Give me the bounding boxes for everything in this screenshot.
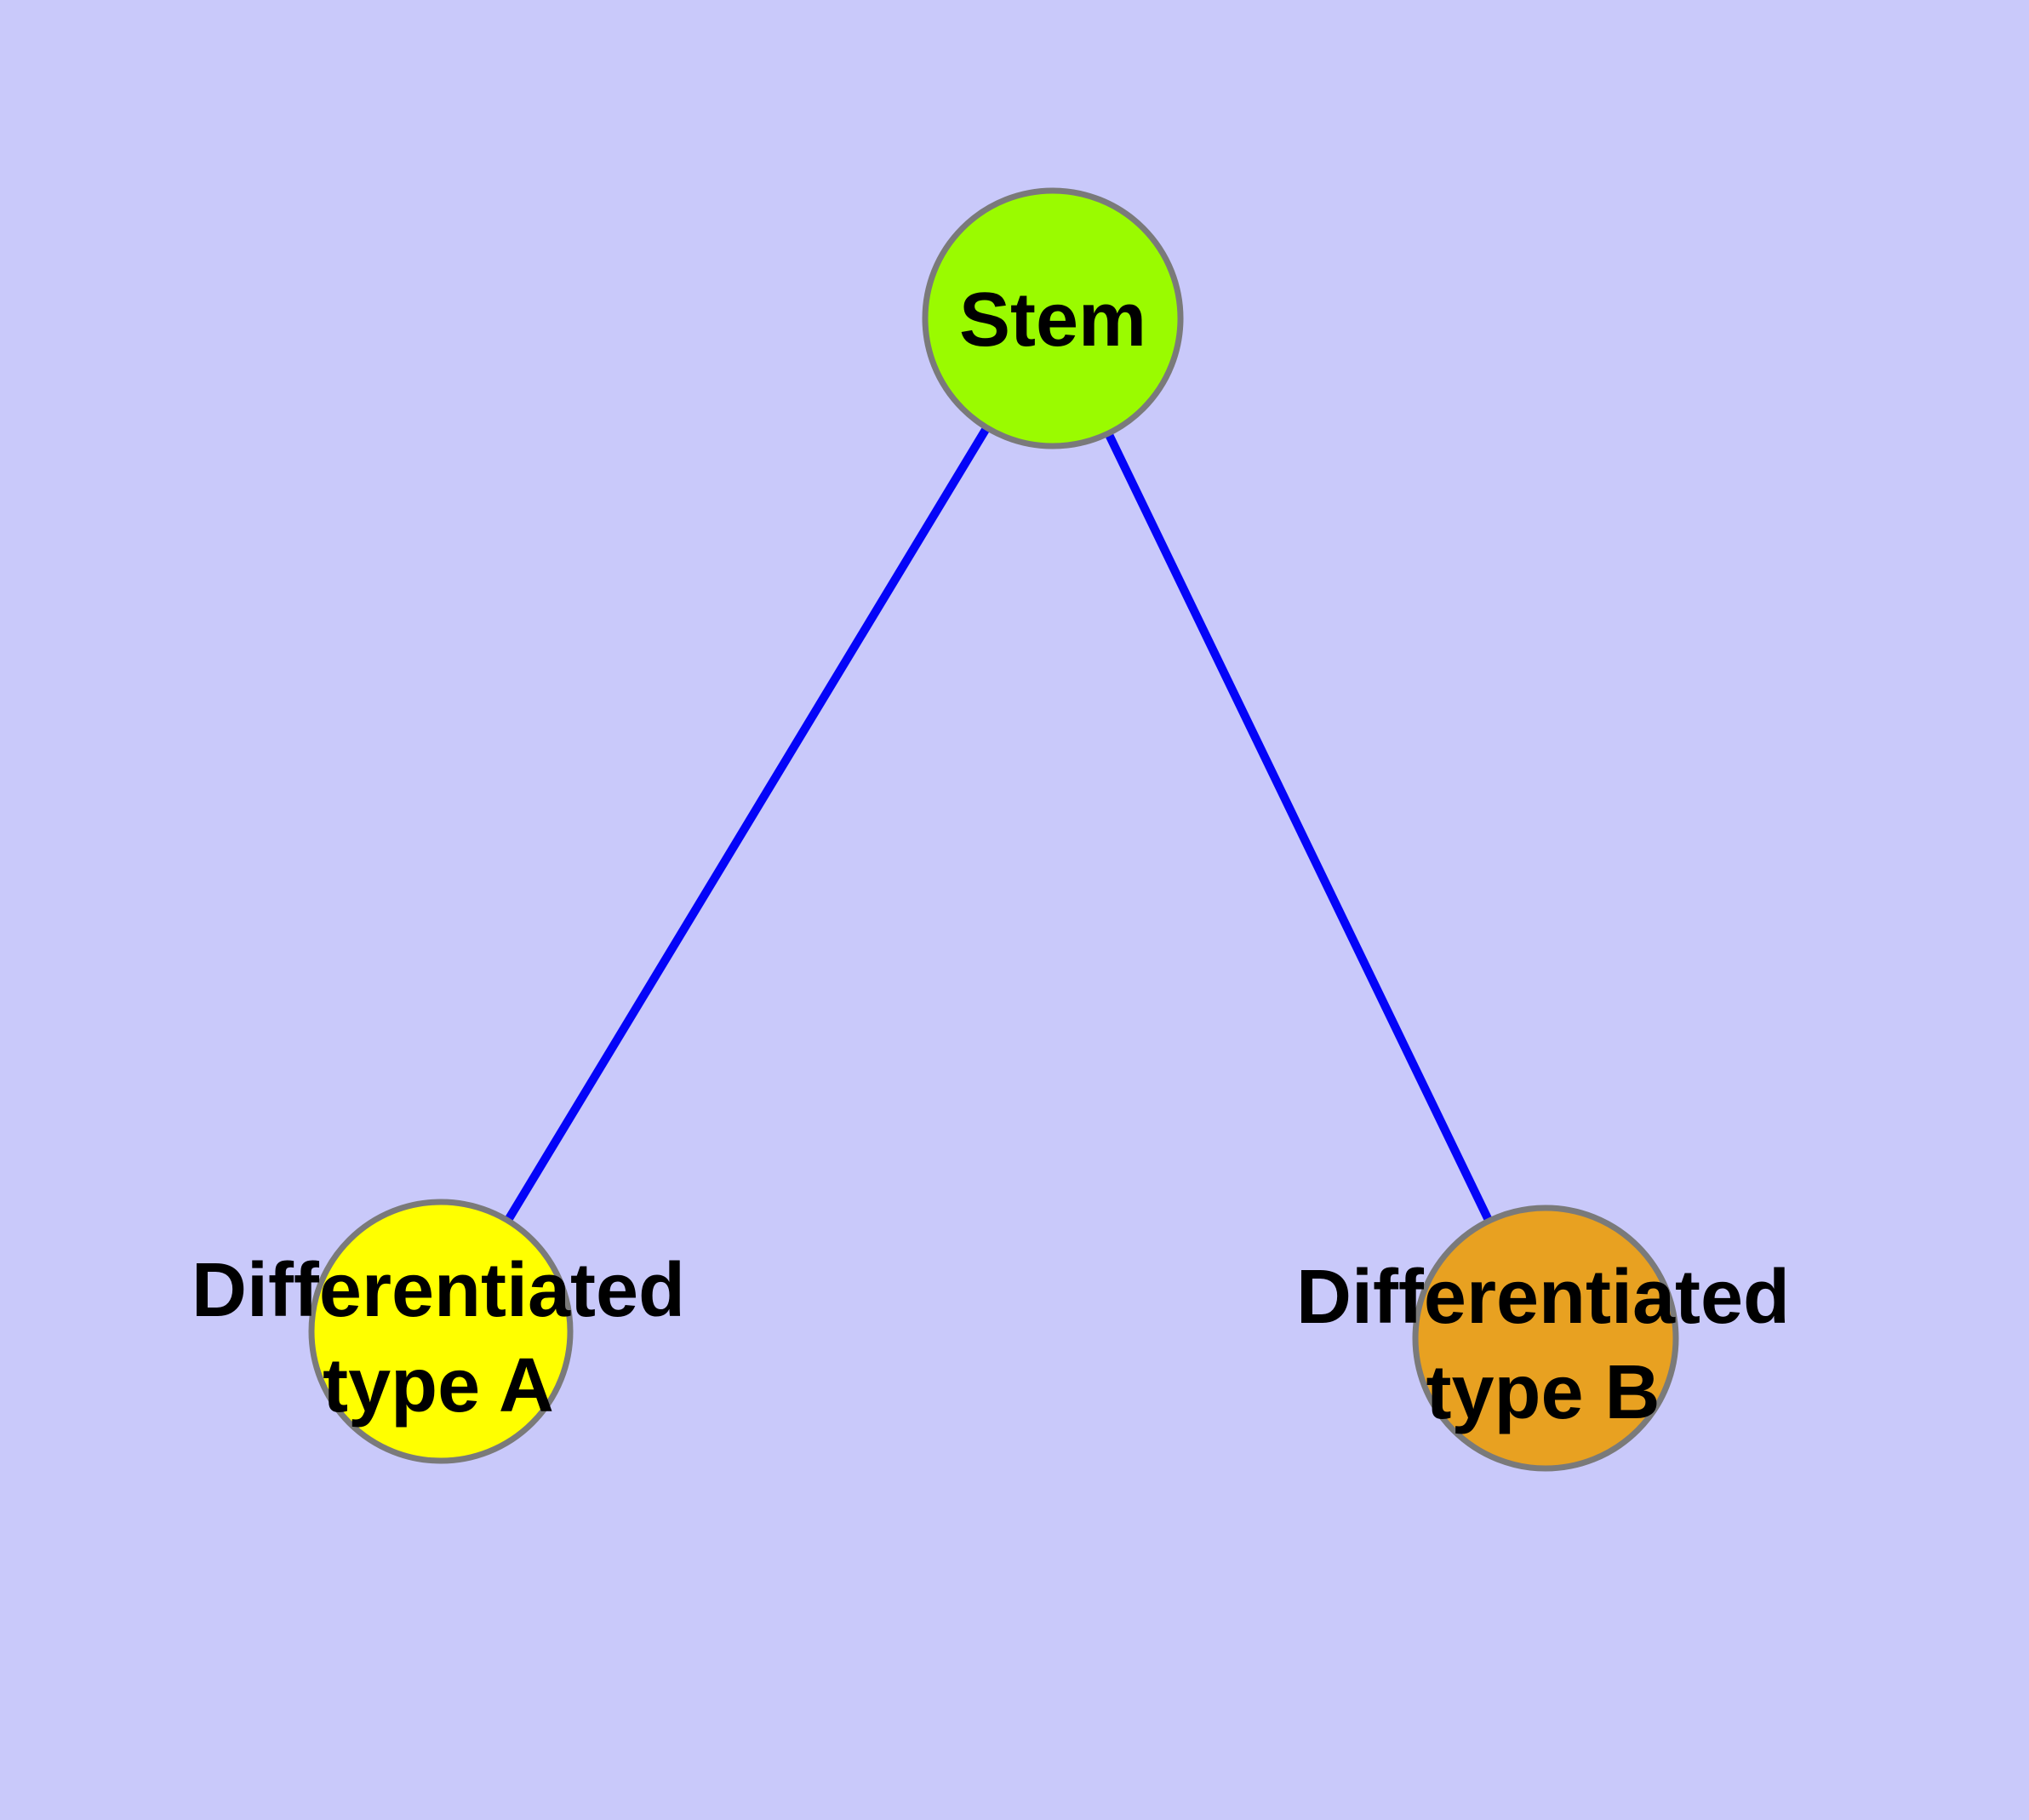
node-stem-circle	[922, 187, 1184, 449]
node-type-a-label-line2: type A	[323, 1343, 554, 1428]
node-type-a-label-line1: Differentiated	[191, 1248, 685, 1333]
node-differentiated-type-b: Differentiated type B	[1296, 1205, 1790, 1472]
node-type-b-label-line1: Differentiated	[1296, 1255, 1790, 1340]
edge-stem-to-type-b	[1049, 316, 1550, 1341]
node-differentiated-type-a: Differentiated type A	[191, 1199, 685, 1464]
node-type-a-circle	[308, 1199, 574, 1464]
node-type-b-label-line2: type B	[1426, 1350, 1660, 1435]
edge-stem-to-type-a	[437, 316, 1057, 1334]
node-stem: Stem	[922, 187, 1184, 449]
node-stem-label: Stem	[959, 278, 1146, 363]
node-type-b-circle	[1412, 1205, 1679, 1472]
